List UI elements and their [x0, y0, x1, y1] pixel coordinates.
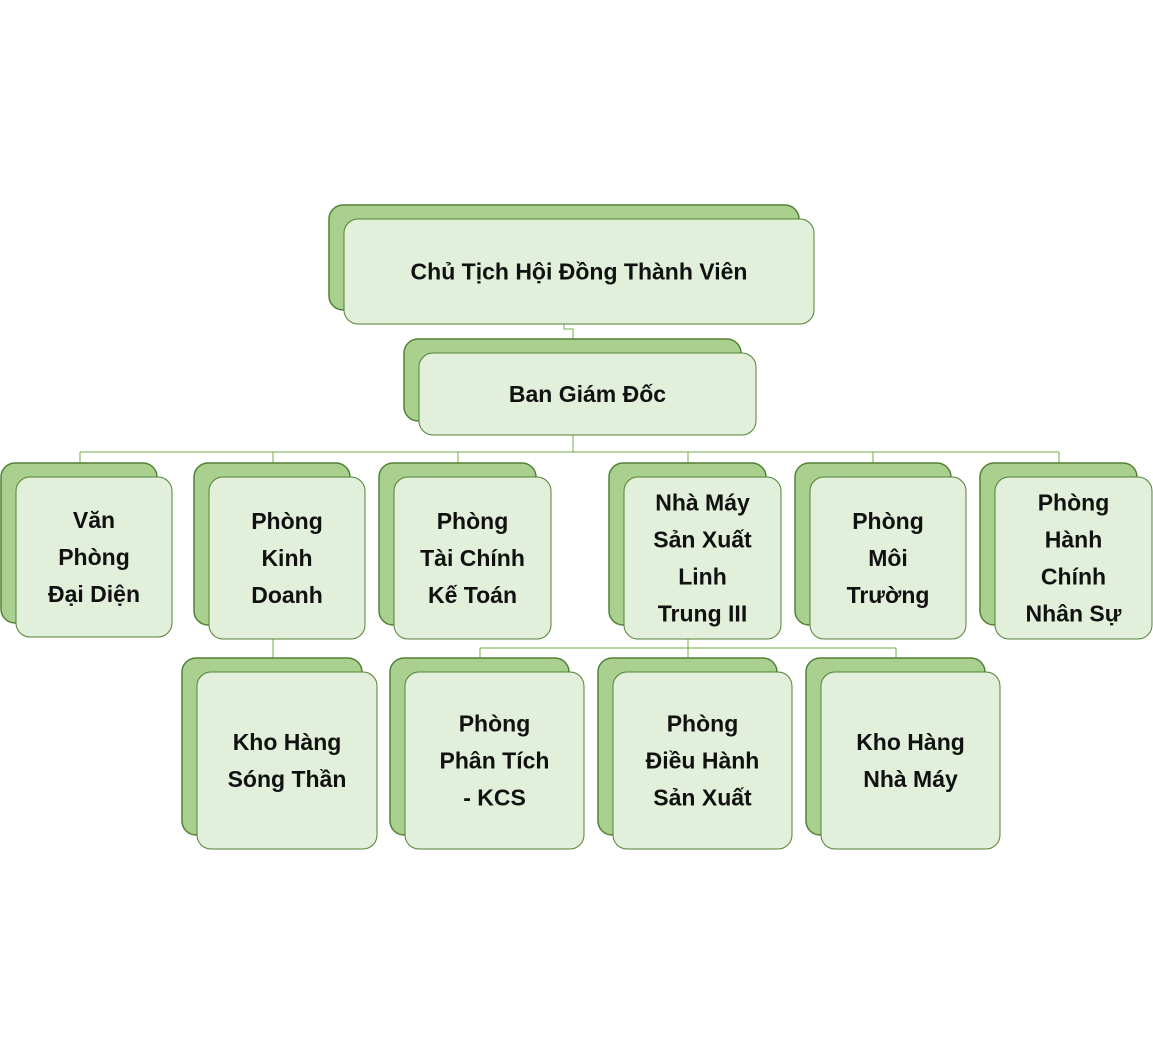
node-label-line: Hành — [1045, 527, 1103, 553]
node-label-line: Phòng — [58, 544, 130, 570]
node-label-line: - KCS — [463, 785, 526, 811]
org-node-chairman: Chủ Tịch Hội Đồng Thành Viên — [328, 204, 815, 325]
node-label-line: Đại Diện — [48, 581, 140, 607]
node-box — [208, 476, 366, 640]
node-label-line: Nhân Sự — [1026, 601, 1122, 627]
node-label-line: Sản Xuất — [653, 527, 752, 553]
node-box — [994, 476, 1153, 640]
node-label-line: Phòng — [852, 508, 924, 534]
connectors — [79, 324, 1060, 658]
node-label-line: Phòng — [437, 508, 509, 534]
node-box — [393, 476, 552, 640]
node-label-line: Sóng Thần — [228, 766, 347, 792]
node-box — [809, 476, 967, 640]
node-box — [196, 671, 378, 850]
node-label-line: Ban Giám Đốc — [509, 381, 666, 407]
node-label-line: Phòng — [251, 508, 323, 534]
node-box — [404, 671, 585, 850]
node-box — [15, 476, 173, 638]
node-label-line: Tài Chính — [420, 545, 525, 571]
node-label-line: Phòng — [1038, 490, 1110, 516]
connector-line — [563, 324, 574, 339]
node-box — [623, 476, 782, 640]
node-label-line: Nhà Máy — [863, 766, 958, 792]
node-label-line: Kinh — [261, 545, 312, 571]
node-label-line: Phân Tích — [440, 748, 550, 774]
node-label-line: Trường — [847, 582, 930, 608]
node-box — [343, 218, 815, 325]
node-label-line: Sản Xuất — [653, 785, 752, 811]
node-box — [820, 671, 1001, 850]
node-label-line: Linh — [678, 564, 727, 590]
org-node-board: Ban Giám Đốc — [403, 338, 757, 436]
node-label-line: Văn — [73, 507, 115, 533]
node-label-line: Kho Hàng — [233, 729, 342, 755]
node-label-line: Môi — [868, 545, 908, 571]
node-box — [418, 352, 757, 436]
node-label-line: Chủ Tịch Hội Đồng Thành Viên — [411, 259, 748, 285]
node-label-line: Điều Hành — [646, 748, 760, 774]
node-label-line: Kho Hàng — [856, 729, 965, 755]
node-label-line: Trung III — [658, 601, 747, 627]
node-label-line: Doanh — [251, 582, 323, 608]
node-box — [612, 671, 793, 850]
node-label-line: Chính — [1041, 564, 1106, 590]
node-label-line: Phòng — [459, 711, 531, 737]
node-label-line: Phòng — [667, 711, 739, 737]
node-label-line: Kế Toán — [428, 582, 517, 608]
node-label-line: Nhà Máy — [655, 490, 750, 516]
